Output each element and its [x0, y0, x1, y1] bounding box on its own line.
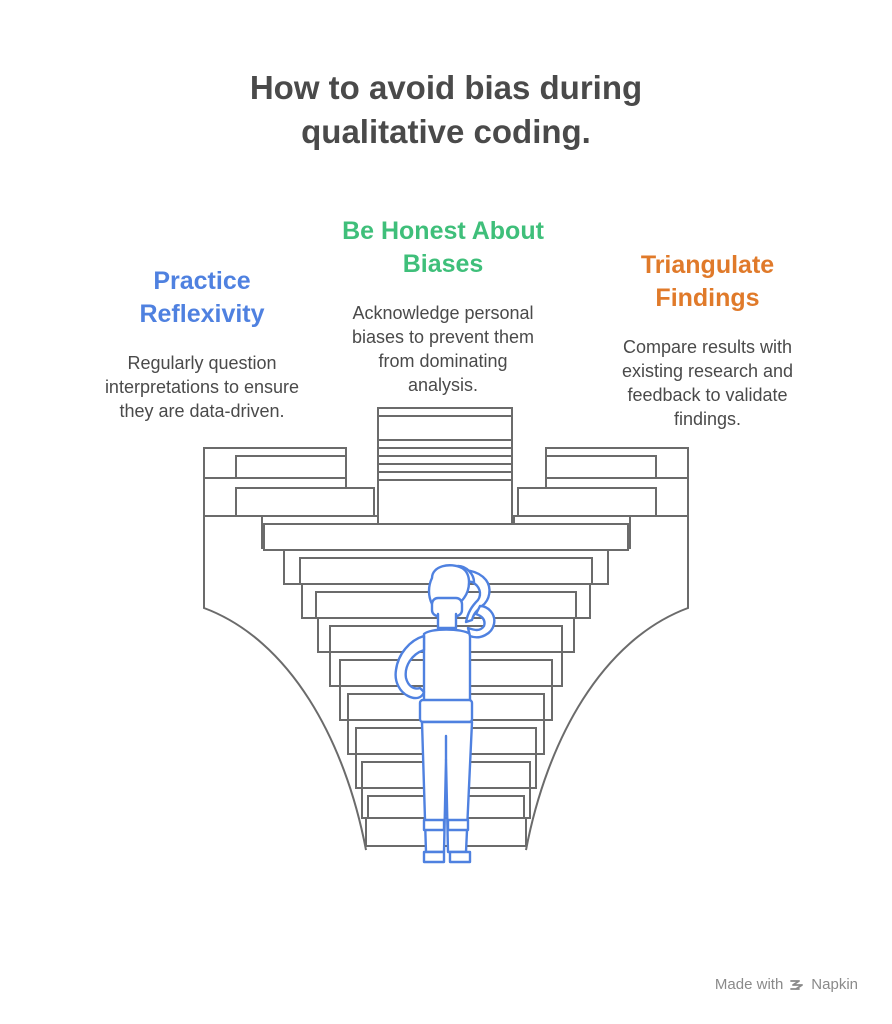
item-description: Regularly question interpretations to en… — [104, 353, 300, 421]
item-heading: Be Honest About Biases — [342, 217, 544, 278]
item-heading: Triangulate Findings — [640, 251, 775, 312]
item-description: Acknowledge personal biases to prevent t… — [351, 303, 535, 395]
item-triangulate-findings: Triangulate Findings Compare results wit… — [590, 249, 825, 431]
item-practice-reflexivity: Practice Reflexivity Regularly question … — [72, 265, 332, 423]
title-line-2: qualitative coding. — [301, 113, 591, 150]
item-heading: Practice Reflexivity — [139, 267, 265, 328]
page-title: How to avoid bias during qualitative cod… — [0, 66, 892, 154]
made-with-label: Made with — [714, 976, 784, 993]
person-icon — [394, 564, 496, 864]
napkin-logo-icon — [790, 979, 804, 990]
right-curved-wall — [525, 450, 689, 851]
napkin-brand-label: Napkin — [811, 976, 858, 993]
left-curved-wall — [203, 450, 367, 851]
item-be-honest-about-biases: Be Honest About Biases Acknowledge perso… — [312, 215, 574, 397]
made-with-napkin-footer: Made with Napkin — [715, 976, 858, 993]
title-line-1: How to avoid bias during — [249, 69, 643, 106]
item-description: Compare results with existing research a… — [621, 337, 794, 429]
